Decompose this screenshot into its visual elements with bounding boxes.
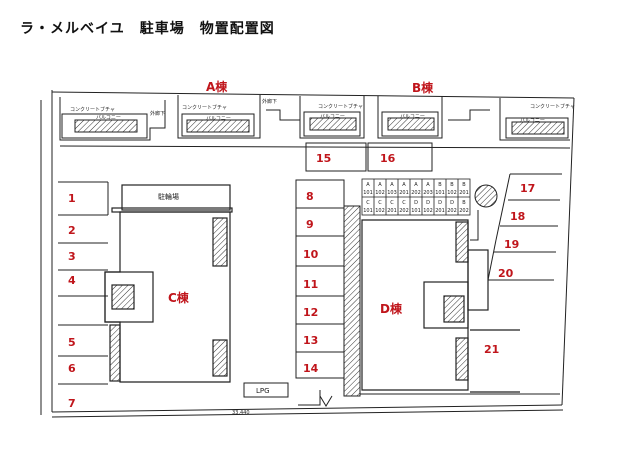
storage-bottom-number: 102 (423, 208, 433, 214)
parking-5: 5 (68, 336, 76, 349)
hall-label-1: 外廊下 (150, 110, 165, 117)
storage-bottom-number: 201 (387, 208, 397, 214)
storage-top-number: 201 (459, 190, 469, 196)
parking-19: 19 (504, 238, 519, 251)
parking-11: 11 (303, 278, 318, 291)
balcony-label-1: バルコニー (96, 115, 121, 121)
storage-top-number: 201 (399, 190, 409, 196)
parking-17: 17 (520, 182, 535, 195)
balcony-label-3: バルコニー (320, 114, 345, 120)
storage-grid (361, 178, 471, 216)
parking-12: 12 (303, 306, 318, 319)
storage-top-letter: A (402, 182, 406, 188)
parking-10: 10 (303, 248, 319, 261)
building-c-label: C棟 (168, 290, 190, 305)
bicycle-parking-label: 駐輪場 (158, 192, 179, 201)
storage-bottom-letter: C (390, 200, 394, 206)
parking-21: 21 (484, 343, 499, 356)
parking-7: 7 (68, 397, 76, 410)
storage-bottom-letter: C (366, 200, 370, 206)
dimension-label: 33,440 (232, 410, 250, 416)
building-c (104, 184, 233, 383)
parking-1: 1 (68, 192, 76, 205)
storage-top-letter: A (414, 182, 418, 188)
parking-left-lines (58, 181, 109, 385)
storage-top-letter: B (438, 182, 442, 188)
storage-top-number: 102 (375, 190, 385, 196)
storage-bottom-letter: C (402, 200, 406, 206)
top-building-strip (59, 95, 571, 149)
parking-16: 16 (380, 152, 396, 165)
storage-bottom-number: 202 (459, 208, 469, 214)
parking-top-slots (305, 142, 433, 172)
storage-bottom-number: 201 (435, 208, 445, 214)
balcony-label-4: バルコニー (400, 114, 425, 120)
parking-13: 13 (303, 334, 318, 347)
parking-18: 18 (510, 210, 525, 223)
hall-label-2: 外廊下 (262, 98, 277, 105)
storage-bottom-letter: D (426, 200, 430, 206)
storage-bottom-letter: D (414, 200, 418, 206)
storage-top-number: 203 (423, 190, 433, 196)
building-b-label: B棟 (412, 80, 434, 95)
storage-top-number: 202 (411, 190, 421, 196)
parking-9: 9 (306, 218, 314, 231)
building-a-label: A棟 (206, 79, 228, 94)
balcony-label-5: バルコニー (520, 118, 545, 124)
storage-bottom-number: 202 (447, 208, 457, 214)
storage-bottom-number: 102 (375, 208, 385, 214)
balcony-label-2: バルコニー (206, 116, 231, 122)
storage-top-number: 102 (447, 190, 457, 196)
site-boundary (40, 90, 575, 418)
storage-bottom-number: 202 (399, 208, 409, 214)
storage-bottom-number: 101 (411, 208, 421, 214)
parking-20: 20 (498, 267, 514, 280)
concrete-label-2: コンクリートブチャ (182, 104, 227, 111)
parking-8: 8 (306, 190, 314, 203)
storage-top-number: 101 (363, 190, 373, 196)
concrete-label-1: コンクリートブチャ (70, 106, 115, 113)
parking-14: 14 (303, 362, 319, 375)
parking-3: 3 (68, 250, 76, 263)
building-d (361, 219, 520, 393)
storage-top-letter: B (450, 182, 454, 188)
lpg-label: LPG (256, 387, 270, 395)
storage-bottom-letter: C (378, 200, 382, 206)
storage-bottom-letter: B (462, 200, 466, 206)
parking-6: 6 (68, 362, 76, 375)
storage-top-letter: B (462, 182, 466, 188)
storage-top-letter: A (390, 182, 394, 188)
concrete-label-4: コンクリートブチャ (530, 103, 575, 110)
storage-top-number: 103 (387, 190, 397, 196)
storage-top-letter: A (426, 182, 430, 188)
storage-top-number: 101 (435, 190, 445, 196)
bottom-elements (243, 382, 560, 407)
parking-15: 15 (316, 152, 331, 165)
parking-right (470, 173, 562, 281)
storage-bottom-letter: D (450, 200, 454, 206)
page-title: ラ・メルベイユ 駐車場 物置配置図 (20, 21, 275, 37)
storage-top-letter: A (366, 182, 370, 188)
parking-4: 4 (68, 274, 76, 287)
parking-2: 2 (68, 224, 76, 237)
parking-middle-column (295, 179, 361, 397)
concrete-label-3: コンクリートブチャ (318, 103, 363, 110)
storage-bottom-number: 101 (363, 208, 373, 214)
storage-bottom-letter: D (438, 200, 442, 206)
storage-top-letter: A (378, 182, 382, 188)
building-d-label: D棟 (380, 301, 403, 316)
